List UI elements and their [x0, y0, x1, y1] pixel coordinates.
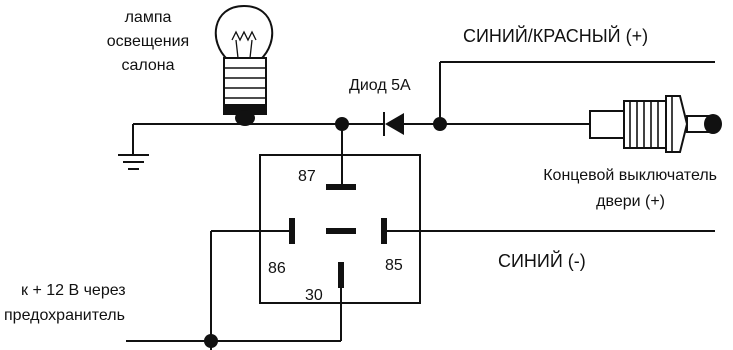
- relay-pin-30: [338, 262, 344, 288]
- relay-pin-87-label: 87: [298, 168, 316, 185]
- relay-pin-86: [289, 218, 295, 244]
- door-switch-icon: [589, 95, 722, 153]
- door-switch-label-line2: двери (+): [596, 193, 665, 210]
- ground-symbol: [118, 124, 149, 170]
- lamp-label-line1: лампа: [125, 9, 172, 26]
- blue-wire-label: СИНИЙ (-): [498, 250, 586, 271]
- power-label-line1: к + 12 В через: [21, 282, 126, 299]
- diode-icon: [383, 112, 404, 136]
- door-switch-label-line1: Концевой выключатель: [543, 167, 717, 184]
- blue-red-wire-label: СИНИЙ/КРАСНЫЙ (+): [463, 25, 648, 46]
- lamp-bulb-icon: [214, 4, 274, 126]
- relay-pin-86-label: 86: [268, 260, 286, 277]
- power-label-line2: предохранитель: [4, 307, 125, 324]
- relay-pin-center: [326, 228, 356, 234]
- lamp-label-line2: освещения: [107, 33, 189, 50]
- diode-label: Диод 5А: [349, 77, 411, 94]
- relay-pin-87: [326, 184, 356, 190]
- relay-pin-85: [381, 218, 387, 244]
- relay-pin-85-label: 85: [385, 257, 403, 274]
- lamp-label-line3: салона: [121, 57, 174, 74]
- relay-pin-30-label: 30: [305, 287, 323, 304]
